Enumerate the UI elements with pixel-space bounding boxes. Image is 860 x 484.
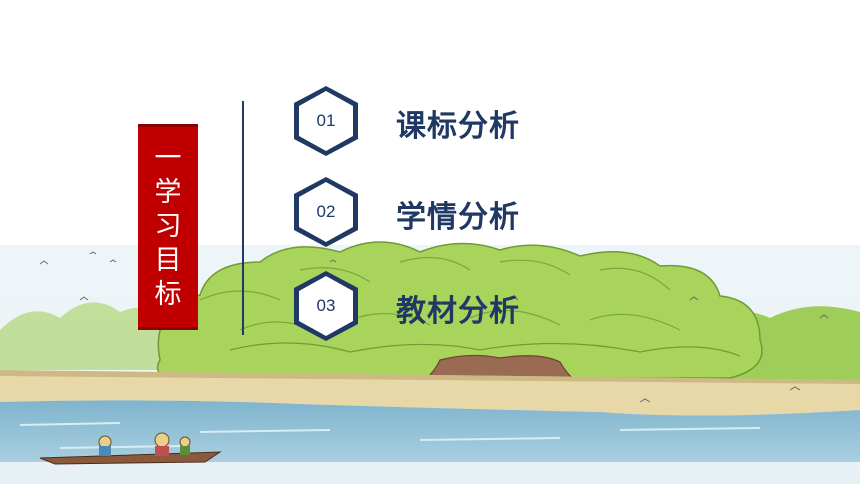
distant-treeline (0, 302, 170, 370)
agenda-item-number: 03 (316, 296, 336, 315)
hexagon-badge-icon (294, 86, 358, 156)
vertical-divider (242, 101, 244, 335)
section-title-char: 习 (154, 211, 182, 242)
agenda-item-number: 02 (316, 202, 336, 221)
agenda-item-number: 01 (316, 111, 336, 130)
agenda-item-label: 教材分析 (396, 294, 520, 329)
agenda-item-2[interactable]: 02 学情分析 (292, 176, 692, 248)
section-title-char: 一 (154, 143, 182, 174)
agenda-item-1[interactable]: 01 课标分析 (292, 85, 692, 157)
section-title-char: 标 (154, 279, 182, 310)
section-title-label: 一 学 习 目 标 (138, 124, 198, 330)
bird-icon (39, 251, 829, 403)
section-title-char: 目 (154, 245, 182, 276)
hexagon-badge-icon (294, 271, 358, 341)
agenda-item-label: 课标分析 (396, 109, 520, 144)
hexagon-badge-icon (294, 177, 358, 247)
boat-illustration (39, 432, 222, 465)
agenda-item-3[interactable]: 03 教材分析 (292, 270, 692, 342)
river (0, 400, 860, 462)
agenda-item-label: 学情分析 (396, 200, 520, 235)
section-title-char: 学 (154, 177, 182, 208)
